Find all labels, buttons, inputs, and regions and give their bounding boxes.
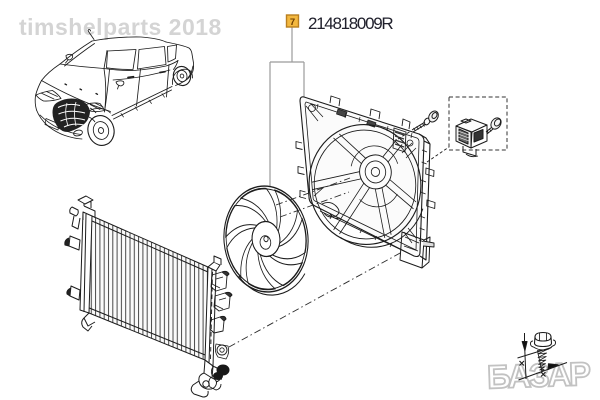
- svg-text:7: 7: [290, 17, 295, 28]
- svg-text:214818009R: 214818009R: [308, 14, 393, 33]
- svg-text:timshelparts 2018: timshelparts 2018: [19, 14, 222, 40]
